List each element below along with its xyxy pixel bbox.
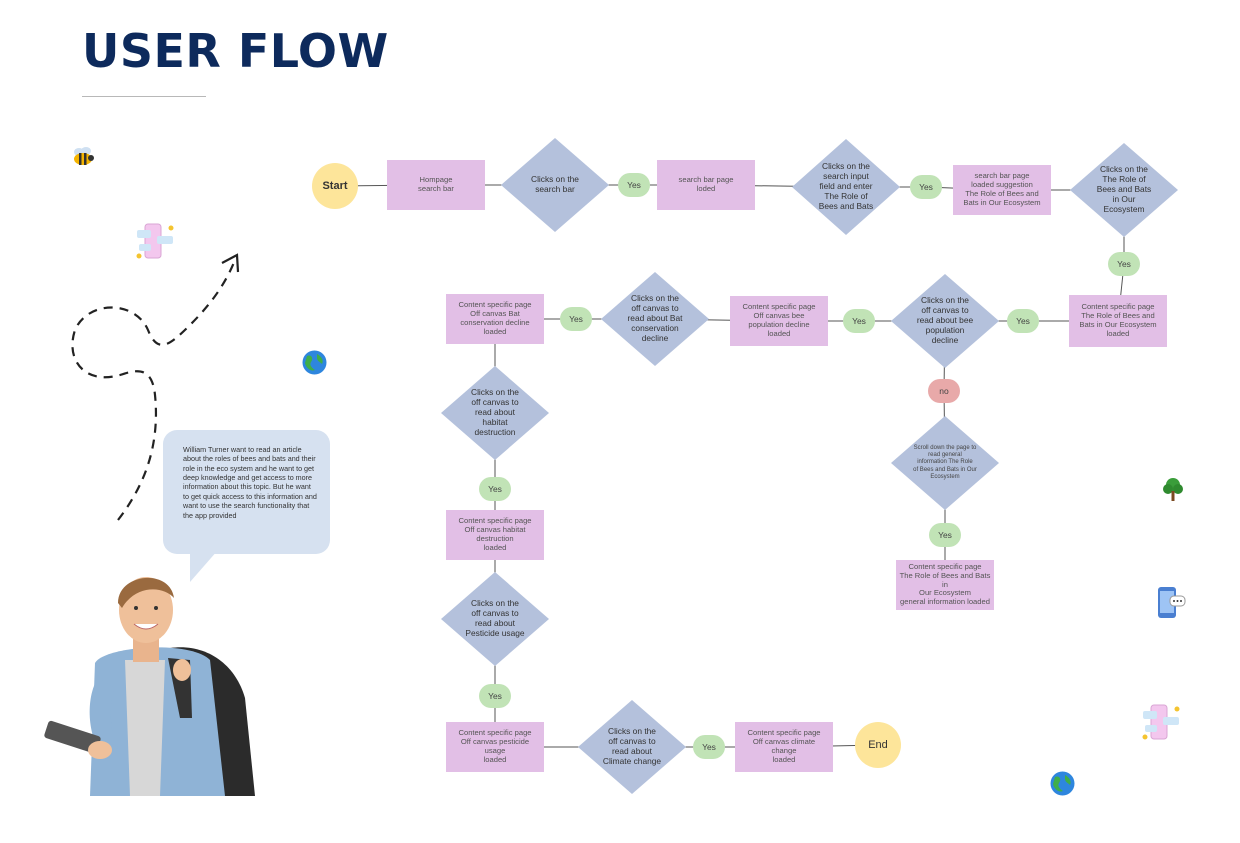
node-shape-y9 (693, 735, 725, 759)
node-shape-start (312, 163, 358, 209)
node-shape-end (855, 722, 901, 768)
scenario-text: William Turner want to read an article a… (183, 445, 317, 520)
node-shape-bat-loaded (446, 294, 544, 344)
node-shape-y8 (479, 684, 511, 708)
bee-icon (74, 147, 94, 165)
node-shape-d-habitat (441, 366, 549, 460)
node-shape-y1 (618, 173, 650, 197)
phone-chat-icon-2 (1142, 704, 1180, 740)
node-shape-y4 (1007, 309, 1039, 333)
node-shape-d-bee (891, 274, 999, 368)
node-shape-d-search-bar (501, 138, 609, 232)
node-shape-role-loaded (1069, 295, 1167, 347)
node-shape-y7 (479, 477, 511, 501)
node-shape-d-enter (792, 139, 900, 235)
node-shape-y3 (1108, 252, 1140, 276)
title-divider (82, 96, 206, 97)
node-shape-d-climate (578, 700, 686, 794)
node-shape-general-loaded (896, 560, 994, 610)
node-shape-climate-loaded (735, 722, 833, 772)
node-shape-d-bat (601, 272, 709, 366)
dashed-arrow (71, 253, 240, 521)
node-shape-y6 (560, 307, 592, 331)
scenario-bubble-tail (190, 550, 218, 582)
node-shape-suggestion (953, 165, 1051, 215)
node-shape-pesticide-loaded (446, 722, 544, 772)
globe-icon (302, 350, 327, 375)
node-shape-d-role (1070, 143, 1178, 237)
node-shape-d-pesticide (441, 572, 549, 666)
node-shape-search-loaded (657, 160, 755, 210)
node-shape-hompage (387, 160, 485, 210)
tree-icon (1163, 478, 1183, 501)
phone-chat-icon (136, 223, 174, 259)
node-shape-y5 (843, 309, 875, 333)
node-shape-no (928, 379, 960, 403)
node-shape-y2 (910, 175, 942, 199)
scenario-bubble (163, 430, 330, 554)
page-title: USER FLOW (82, 24, 389, 78)
mobile-message-icon (1158, 587, 1186, 618)
globe-icon-2 (1050, 771, 1075, 796)
node-shape-y-scroll (929, 523, 961, 547)
node-shape-bee-loaded (730, 296, 828, 346)
node-shape-d-scroll (891, 416, 999, 510)
person-illustration (44, 577, 255, 796)
node-shape-habitat-loaded (446, 510, 544, 560)
